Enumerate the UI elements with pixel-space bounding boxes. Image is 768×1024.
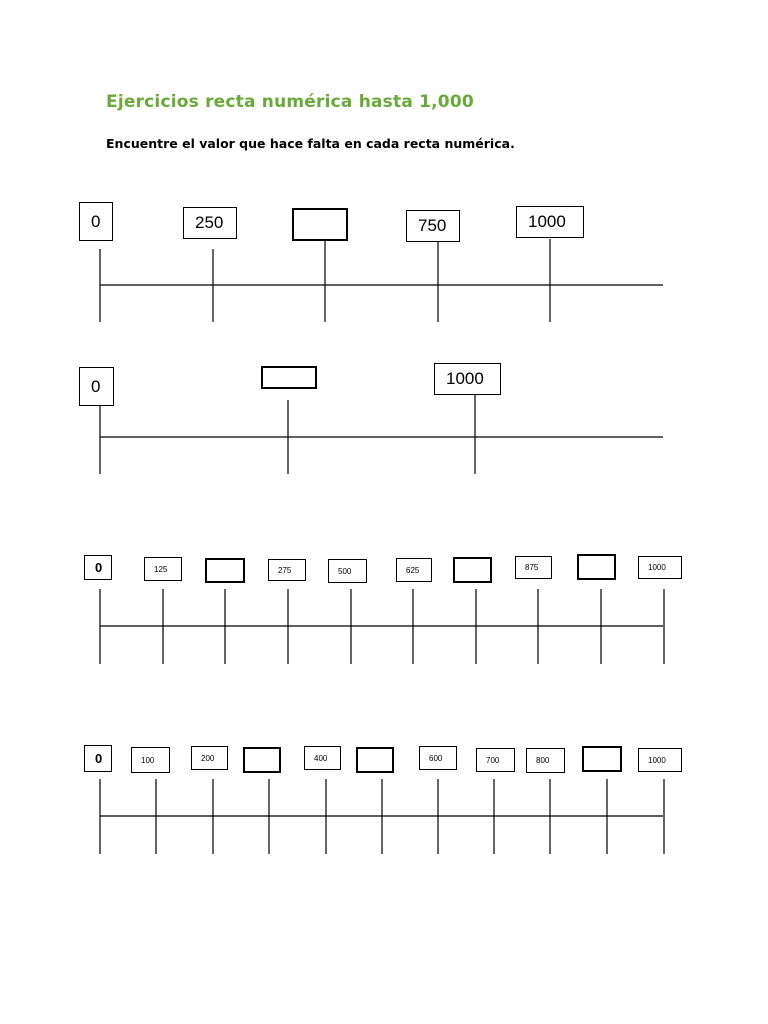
value-label-box: 0 xyxy=(84,555,112,580)
answer-blank-box[interactable] xyxy=(453,557,492,583)
value-label-box: 0 xyxy=(79,367,114,406)
value-label-box: 600 xyxy=(419,746,457,770)
answer-blank-box[interactable] xyxy=(577,554,616,580)
answer-blank-box[interactable] xyxy=(356,747,394,773)
value-label-box: 250 xyxy=(183,207,237,239)
instructions: Encuentre el valor que hace falta en cad… xyxy=(106,136,515,151)
value-label-box: 1000 xyxy=(516,206,584,238)
value-label-box: 700 xyxy=(476,748,515,772)
value-label-box: 400 xyxy=(304,746,341,770)
value-label-box: 1000 xyxy=(638,556,682,579)
answer-blank-box[interactable] xyxy=(243,747,281,773)
value-label-box: 275 xyxy=(268,559,306,581)
value-label-box: 1000 xyxy=(638,748,682,772)
value-label-box: 125 xyxy=(144,557,182,581)
value-label-box: 1000 xyxy=(434,363,501,395)
value-label-box: 750 xyxy=(406,210,460,242)
value-label-box: 875 xyxy=(515,556,552,579)
value-label-box: 500 xyxy=(328,559,367,583)
value-label-box: 0 xyxy=(79,202,113,241)
value-label-box: 0 xyxy=(84,745,112,772)
value-label-box: 800 xyxy=(526,748,565,773)
page-title: Ejercicios recta numérica hasta 1,000 xyxy=(106,92,474,112)
value-label-box: 625 xyxy=(396,558,432,582)
value-label-box: 100 xyxy=(131,747,170,773)
answer-blank-box[interactable] xyxy=(261,366,317,389)
value-label-box: 200 xyxy=(191,746,228,770)
answer-blank-box[interactable] xyxy=(582,746,622,772)
answer-blank-box[interactable] xyxy=(292,208,348,241)
answer-blank-box[interactable] xyxy=(205,558,245,583)
